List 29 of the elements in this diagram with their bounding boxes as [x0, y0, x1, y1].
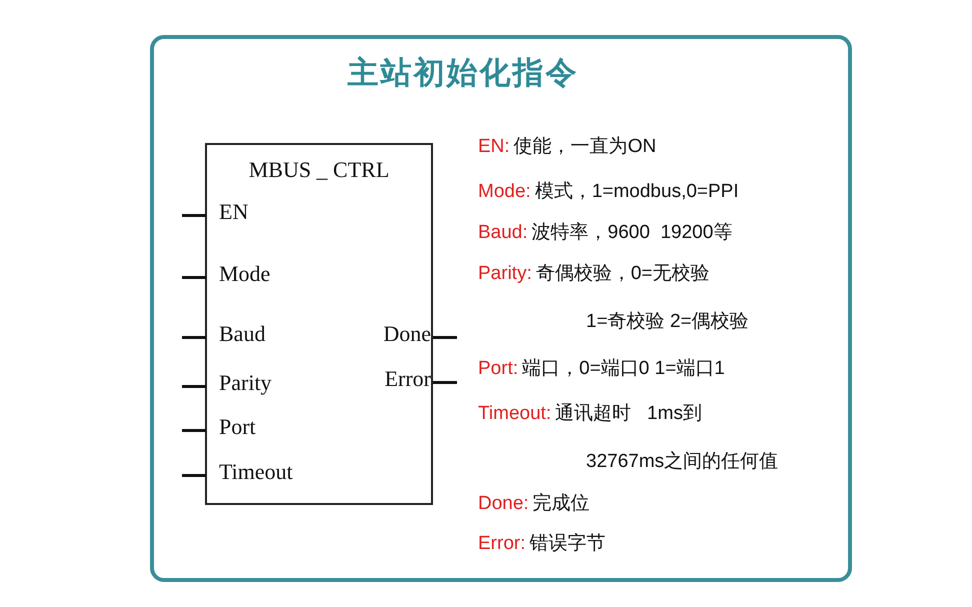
parameter-name: EN:: [478, 136, 510, 157]
description: 奇偶校验，0=无校验: [536, 263, 710, 284]
pin-label: Mode: [219, 261, 270, 287]
pin-label: Baud: [219, 321, 266, 347]
pin-label: Port: [219, 414, 256, 440]
description: 使能，一直为ON: [514, 136, 656, 157]
description: 完成位: [532, 493, 590, 514]
pin-label: Error: [384, 366, 431, 392]
description: 模式，1=modbus,0=PPI: [534, 181, 739, 202]
pin-label: Timeout: [219, 459, 293, 485]
pin-label: Parity: [219, 370, 272, 396]
parameter-name: Mode:: [478, 181, 531, 202]
block-name: MBUS _ CTRL: [248, 157, 390, 183]
parameter-name: Timeout:: [478, 403, 552, 424]
description: 波特率，9600 19200等: [532, 222, 732, 243]
description: 端口，0=端口0 1=端口1: [522, 358, 725, 379]
pin-label: Done: [383, 321, 431, 347]
function-block: [205, 143, 433, 505]
parameter-name: Error:: [478, 533, 526, 554]
description: 1=奇校验 2=偶校验: [586, 311, 749, 332]
description: 错误字节: [530, 533, 606, 554]
parameter-name: Done:: [478, 493, 529, 514]
pin-label: EN: [219, 199, 248, 225]
description: 32767ms之间的任何值: [586, 451, 778, 472]
description: 通讯超时 1ms到: [555, 403, 702, 424]
parameter-name: Baud:: [478, 222, 528, 243]
parameter-name: Port:: [478, 358, 518, 379]
parameter-name: Parity:: [478, 263, 532, 284]
title: 主站初始化指令: [346, 54, 580, 92]
